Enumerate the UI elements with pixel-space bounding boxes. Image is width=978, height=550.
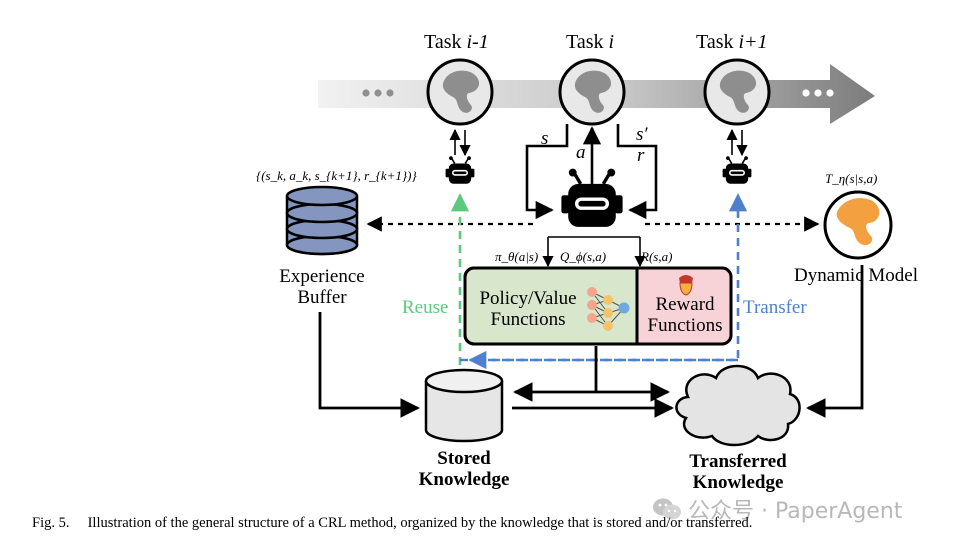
transferred-knowledge-cloud-icon [675, 364, 801, 447]
task-prev-exchange [449, 128, 471, 157]
signal-s: s [541, 128, 549, 149]
knowledge-flow-arrows [318, 265, 864, 418]
task-next-globe-icon [703, 58, 771, 126]
task-next-exchange [726, 128, 748, 157]
functions-box [463, 266, 733, 346]
agent-env-loop [525, 124, 658, 220]
agent-outputs [542, 236, 646, 268]
figure-caption: Fig. 5. Illustration of the general stru… [32, 515, 753, 531]
dynamic-model-label: Dynamic Model [794, 265, 919, 286]
watermark: 公众号 · PaperAgent [652, 493, 902, 525]
task-curr-label: Task i [566, 31, 615, 53]
ellipsis-left [362, 89, 394, 97]
q-value-label: Q_ϕ(s,a) [560, 249, 607, 264]
transfer-label: Transfer [743, 297, 807, 318]
robot-prev-icon [444, 156, 476, 185]
dynamic-model-globe-icon [823, 190, 893, 260]
signal-a: a [576, 142, 586, 163]
dynamics-label: T_η(s|s,a) [825, 171, 878, 186]
experience-buffer-database-icon [285, 185, 359, 256]
task-curr-globe-icon [558, 58, 626, 126]
signal-s-prime: s′ [636, 124, 648, 145]
buffer-tuple-label: {(s_k, a_k, s_{k+1}, r_{k+1})} [256, 168, 417, 183]
robot-next-icon [721, 156, 753, 185]
ellipsis-right [802, 89, 834, 97]
neural-network-icon [587, 287, 630, 331]
policy-label: π_θ(a|s) [495, 249, 539, 264]
reward-acorn-icon [679, 275, 693, 296]
wechat-icon [653, 498, 681, 520]
task-prev-label: Task i-1 [424, 31, 489, 53]
reward-label: R(s,a) [641, 249, 673, 264]
signal-r: r [637, 145, 645, 166]
stored-knowledge-cylinder-icon [424, 368, 504, 443]
task-next-label: Task i+1 [696, 31, 768, 53]
task-prev-globe-icon [426, 58, 494, 126]
reuse-label: Reuse [402, 297, 449, 318]
